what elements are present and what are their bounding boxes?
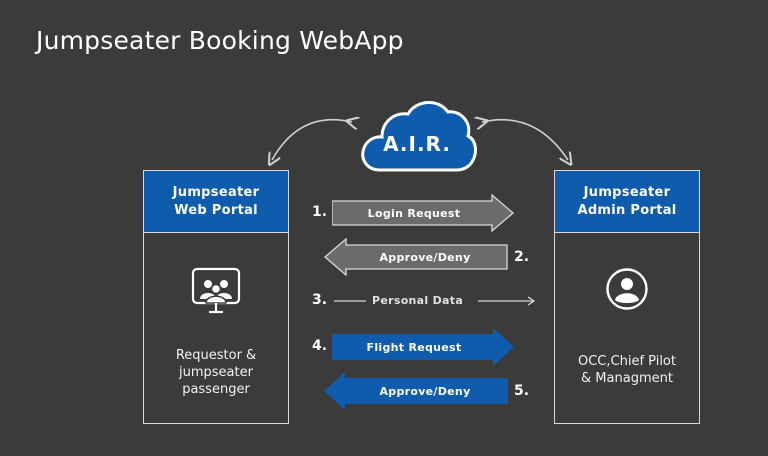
web-portal-caption: Requestor & jumpseater passenger [144, 347, 288, 398]
step-2-label: Approve/Deny [379, 250, 471, 264]
web-portal-caption-line1: Requestor & [175, 348, 257, 363]
step-1-arrow: Login Request [332, 194, 514, 232]
web-portal-header-line2: Web Portal [174, 202, 258, 218]
web-portal-header-line1: Jumpseater [172, 184, 260, 200]
web-portal-caption-line3: passenger [182, 382, 250, 397]
admin-portal-caption-line1: OCC,Chief Pilot [578, 354, 676, 369]
left-curve-connector [272, 120, 352, 160]
step-5-label: Approve/Deny [379, 384, 471, 398]
user-circle-icon [606, 268, 648, 310]
web-portal-header: Jumpseater Web Portal [144, 171, 288, 233]
right-curve-connector [482, 120, 568, 160]
cloud-icon [361, 101, 477, 172]
admin-portal-panel: Jumpseater Admin Portal OCC,Chief Pilot … [554, 170, 700, 424]
step-3-label: Personal Data [372, 294, 464, 307]
step-5-number: 5. [514, 383, 530, 399]
cloud-label: A.I.R. [383, 132, 451, 156]
step-4-label: Flight Request [366, 340, 462, 354]
step-2-number: 2. [514, 249, 530, 265]
admin-portal-header-line2: Admin Portal [577, 202, 677, 218]
step-2-arrow: Approve/Deny [324, 238, 508, 276]
step-3-line-arrow [334, 296, 536, 306]
group-presentation-icon [191, 267, 241, 314]
admin-portal-caption: OCC,Chief Pilot & Managment [555, 353, 699, 387]
admin-portal-caption-line2: & Managment [581, 371, 673, 386]
step-1-number: 1. [312, 204, 328, 220]
web-portal-caption-line2: jumpseater [179, 365, 253, 380]
step-4-arrow: Flight Request [332, 328, 514, 366]
step-1-label: Login Request [367, 206, 461, 220]
step-4-number: 4. [312, 338, 328, 354]
web-portal-panel: Jumpseater Web Portal Requestor & jumpse… [143, 170, 289, 424]
step-3-number: 3. [312, 292, 328, 308]
admin-portal-header: Jumpseater Admin Portal [555, 171, 699, 233]
page-title: Jumpseater Booking WebApp [36, 26, 404, 55]
step-5-arrow: Approve/Deny [324, 372, 508, 410]
admin-portal-header-line1: Jumpseater [583, 184, 671, 200]
